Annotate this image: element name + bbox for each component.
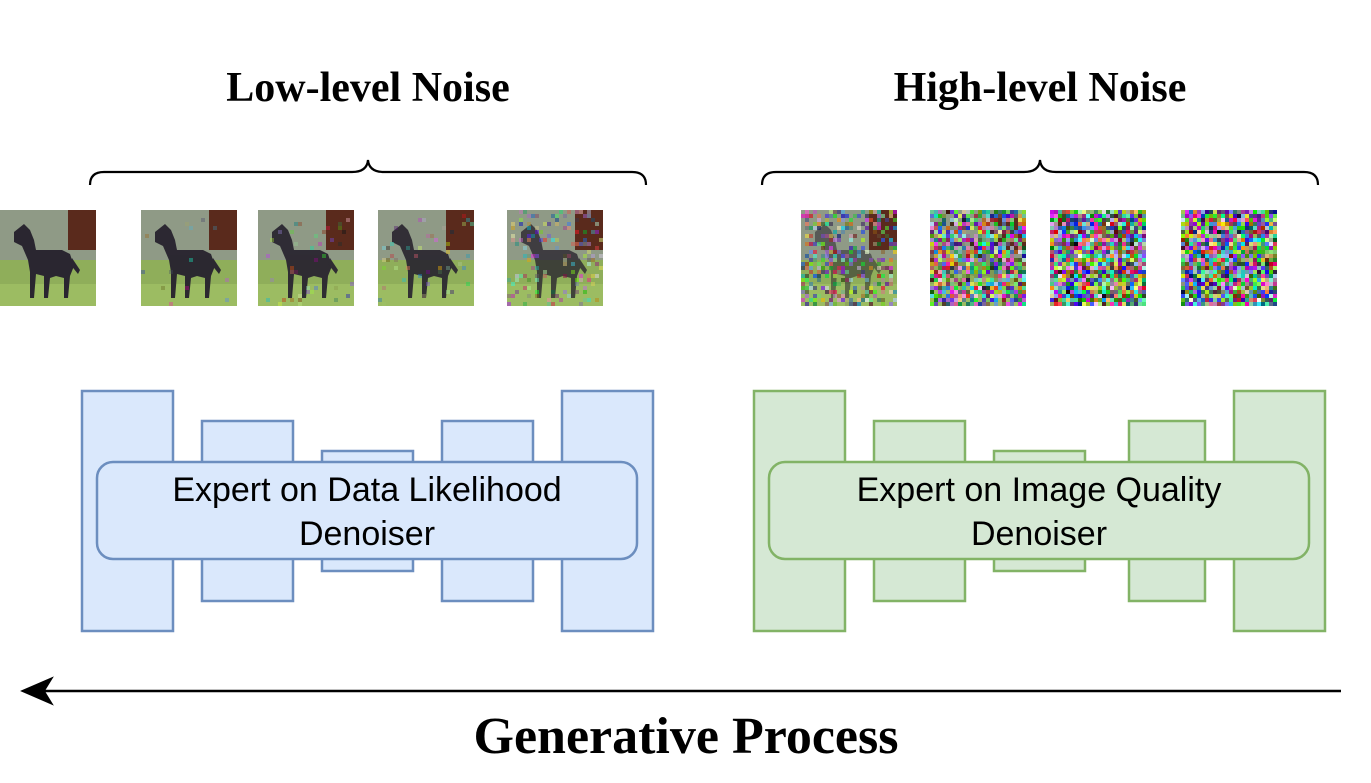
high-level-noise-heading: High-level Noise [894, 65, 1187, 111]
high-noise-thumbnail-1 [801, 210, 897, 306]
expert-label-line1: Expert on Image Quality [857, 471, 1222, 509]
arrow-head-icon [20, 676, 54, 706]
low-level-brace [88, 159, 648, 186]
high-noise-thumbnail-4 [1181, 210, 1277, 306]
expert-label-line1: Expert on Data Likelihood [172, 471, 561, 509]
low-noise-thumbnail-3 [258, 210, 354, 306]
noisy-image-sequence [0, 210, 1277, 306]
low-noise-thumbnail-4 [378, 210, 474, 306]
generative-process-label: Generative Process [474, 708, 899, 765]
high-noise-thumbnail-3 [1050, 210, 1146, 306]
expert-label-box [767, 460, 1311, 561]
expert-label-line2: Denoiser [971, 515, 1107, 553]
low-level-noise-heading: Low-level Noise [226, 65, 509, 111]
expert-label-line2: Denoiser [299, 515, 435, 553]
data-likelihood-denoiser: Expert on Data Likelihood Denoiser [80, 389, 655, 633]
high-level-brace [760, 159, 1320, 186]
high-noise-thumbnail-2 [930, 210, 1026, 306]
expert-label-box [95, 460, 639, 561]
image-quality-denoiser: Expert on Image Quality Denoiser [752, 389, 1327, 633]
low-noise-thumbnail-2 [141, 210, 237, 306]
low-noise-thumbnail-1 [0, 210, 96, 306]
low-noise-thumbnail-5 [507, 210, 603, 306]
